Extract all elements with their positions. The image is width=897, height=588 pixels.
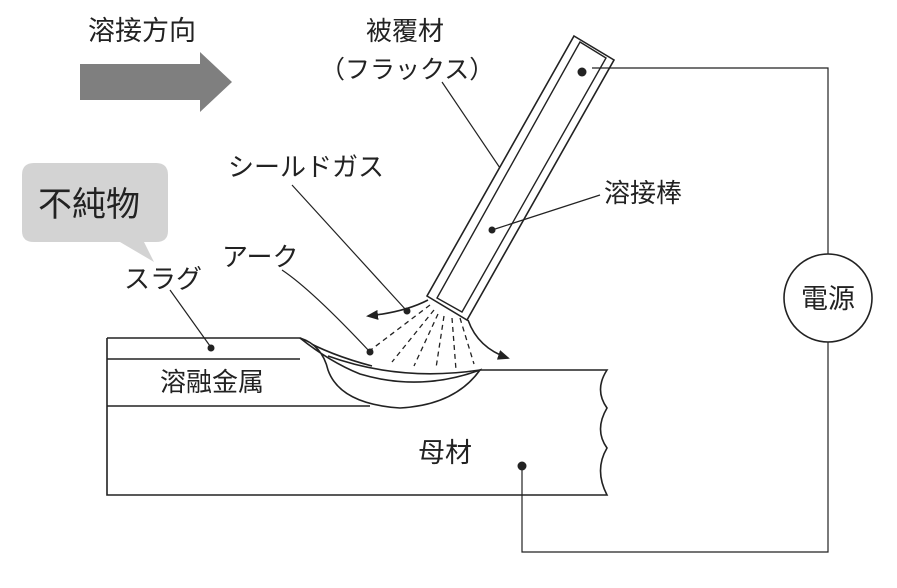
electrode-leader-dot — [488, 226, 496, 234]
arc-leader-dot — [366, 348, 374, 356]
weld-bead-surface — [327, 355, 481, 375]
impurity-bubble — [22, 163, 168, 262]
arc-label: アーク — [222, 243, 298, 273]
welding-direction-arrow — [80, 52, 232, 112]
shield-gas-arrow-left — [366, 299, 429, 320]
electrode-leader — [491, 194, 601, 231]
molten-pool — [299, 337, 483, 409]
shield-gas-leader — [291, 184, 407, 311]
electrode-label: 溶接棒 — [604, 179, 682, 209]
arc-rays — [367, 304, 475, 371]
coating-leader — [441, 81, 501, 169]
coating-label: 被覆材 — [366, 17, 444, 47]
welding-direction-label: 溶接方向 — [88, 16, 196, 47]
electrode-terminal-dot — [577, 67, 587, 77]
arc-leader — [281, 269, 371, 353]
shield-gas-leader-dot — [403, 307, 411, 315]
slag-label: スラグ — [124, 265, 202, 295]
circuit-wire — [521, 67, 829, 553]
shield-gas-arrow-right — [467, 319, 510, 360]
flux-label: （フラックス） — [320, 55, 494, 84]
base-metal-label: 母材 — [418, 438, 472, 469]
molten-metal-label: 溶融金属 — [160, 368, 264, 398]
shield-gas-label: シールドガス — [228, 153, 384, 183]
base-metal-terminal-dot — [517, 461, 527, 471]
power-source-label: 電源 — [801, 284, 855, 315]
power-source — [783, 253, 873, 343]
slag-leader-dot — [207, 344, 215, 352]
base-metal-outline — [106, 338, 609, 496]
electrode-core — [436, 41, 607, 313]
slag-leader — [169, 289, 211, 347]
impurity-label: 不純物 — [38, 185, 140, 225]
